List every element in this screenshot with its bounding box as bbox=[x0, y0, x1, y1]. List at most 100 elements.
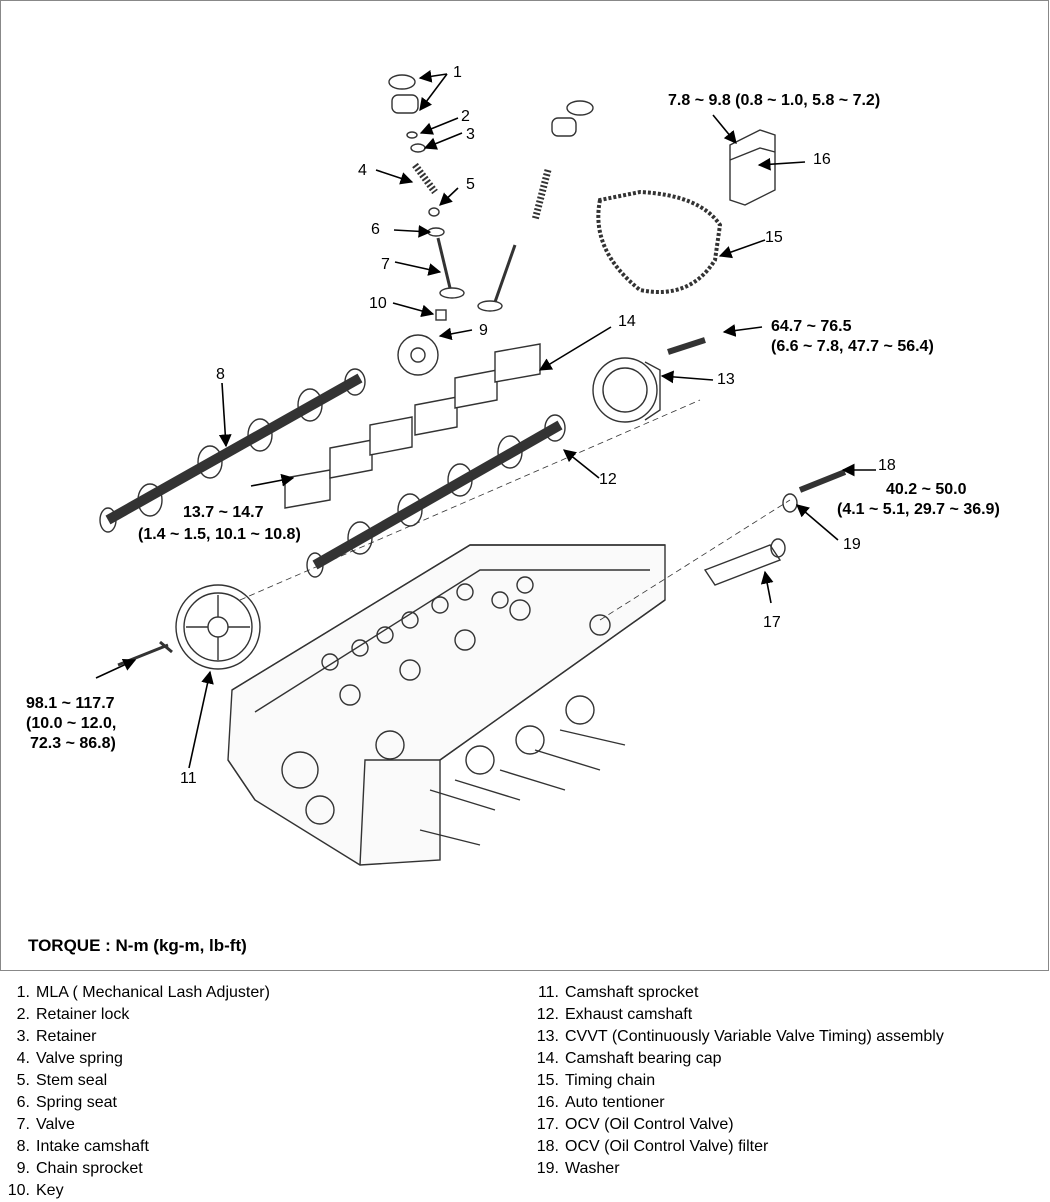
parts-list-item: 18. OCV (Oil Control Valve) filter bbox=[529, 1136, 944, 1158]
torque-bearing-cap: 13.7 ~ 14.7 bbox=[183, 503, 264, 523]
callout-12: 12 bbox=[599, 471, 617, 488]
part-name: MLA ( Mechanical Lash Adjuster) bbox=[36, 984, 270, 1001]
part-number: 3. bbox=[16, 1028, 30, 1045]
ocv bbox=[239, 399, 847, 621]
part-name: Exhaust camshaft bbox=[565, 1006, 693, 1023]
torque-units-legend: TORQUE : N-m (kg-m, lb-ft) bbox=[28, 936, 247, 955]
parts-list-item: 17. OCV (Oil Control Valve) bbox=[529, 1114, 944, 1136]
callout-17: 17 bbox=[763, 614, 781, 631]
torque-tensioner-text: 7.8 ~ 9.8 (0.8 ~ 1.0, 5.8 ~ 7.2) bbox=[668, 92, 881, 109]
part-name: Camshaft sprocket bbox=[565, 984, 699, 1001]
callout-14: 14 bbox=[618, 313, 636, 330]
cvvt-assembly bbox=[592, 337, 706, 423]
callout-3: 3 bbox=[466, 126, 475, 143]
torque-sprocket: 98.1 ~ 117.7 (10.0 ~ 12.0, 72.3 ~ 86.8) bbox=[26, 694, 116, 754]
part-number: 11. bbox=[537, 984, 559, 1001]
part-number: 12. bbox=[536, 1006, 559, 1023]
parts-list-item: 2. Retainer lock bbox=[0, 1004, 270, 1026]
torque-bearing-cap-line2: (1.4 ~ 1.5, 10.1 ~ 10.8) bbox=[138, 526, 301, 543]
part-name: Key bbox=[36, 1182, 64, 1199]
torque-ocv-filter-line2: (4.1 ~ 5.1, 29.7 ~ 36.9) bbox=[837, 501, 1000, 518]
parts-list-item: 3. Retainer bbox=[0, 1026, 270, 1048]
parts-list-left: 1. MLA ( Mechanical Lash Adjuster) 2. Retai… bbox=[0, 982, 270, 1202]
callout-2: 2 bbox=[461, 108, 470, 125]
parts-list-item: 15. Timing chain bbox=[529, 1070, 944, 1092]
parts-list-item: 12. Exhaust camshaft bbox=[529, 1004, 944, 1026]
callout-1: 1 bbox=[453, 64, 462, 81]
intake-camshaft bbox=[99, 368, 366, 533]
callout-11: 11 bbox=[180, 770, 197, 787]
part-number: 15. bbox=[536, 1072, 559, 1089]
part-name: Retainer bbox=[36, 1028, 97, 1045]
part-number: 17. bbox=[536, 1116, 559, 1133]
part-name: Washer bbox=[565, 1160, 620, 1177]
part-name: Spring seat bbox=[36, 1094, 117, 1111]
callout-9: 9 bbox=[479, 322, 488, 339]
callout-19: 19 bbox=[843, 536, 861, 553]
part-number: 8. bbox=[16, 1138, 30, 1155]
timing-chain bbox=[596, 189, 723, 294]
camshaft-bearing-caps bbox=[284, 343, 541, 509]
part-number: 16. bbox=[536, 1094, 559, 1111]
parts-list-item: 7. Valve bbox=[0, 1114, 270, 1136]
part-name: Timing chain bbox=[565, 1072, 656, 1089]
torque-cvvt: 64.7 ~ 76.5 (6.6 ~ 7.8, 47.7 ~ 56.4) bbox=[771, 317, 934, 357]
key bbox=[435, 309, 447, 321]
callout-5: 5 bbox=[466, 176, 475, 193]
torque-cvvt-line2: (6.6 ~ 7.8, 47.7 ~ 56.4) bbox=[771, 338, 934, 355]
part-name: Intake camshaft bbox=[36, 1138, 149, 1155]
part-name: OCV (Oil Control Valve) bbox=[565, 1116, 734, 1133]
part-name: OCV (Oil Control Valve) filter bbox=[565, 1138, 769, 1155]
part-name: Retainer lock bbox=[36, 1006, 130, 1023]
callout-6: 6 bbox=[371, 221, 380, 238]
torque-bearing-cap-line1: 13.7 ~ 14.7 bbox=[183, 504, 264, 521]
part-name: Camshaft bearing cap bbox=[565, 1050, 722, 1067]
torque-sprocket-line1: 98.1 ~ 117.7 bbox=[26, 695, 115, 712]
callout-10: 10 bbox=[369, 295, 387, 312]
torque-cvvt-line1: 64.7 ~ 76.5 bbox=[771, 318, 852, 335]
camshaft-sprocket bbox=[175, 584, 261, 670]
part-number: 19. bbox=[536, 1160, 559, 1177]
part-number: 2. bbox=[16, 1006, 30, 1023]
part-name: Valve spring bbox=[36, 1050, 123, 1067]
torque-ocv-filter: 40.2 ~ 50.0 bbox=[886, 480, 967, 500]
callout-16: 16 bbox=[813, 151, 831, 168]
torque-tensioner: 7.8 ~ 9.8 (0.8 ~ 1.0, 5.8 ~ 7.2) bbox=[668, 91, 880, 111]
torque-sprocket-line2: (10.0 ~ 12.0, bbox=[26, 715, 117, 732]
chain-sprocket bbox=[397, 334, 439, 376]
part-name: CVVT (Continuously Variable Valve Timing… bbox=[565, 1028, 944, 1045]
part-name: Auto tentioner bbox=[565, 1094, 665, 1111]
parts-list-item: 16. Auto tentioner bbox=[529, 1092, 944, 1114]
part-number: 5. bbox=[16, 1072, 30, 1089]
part-number: 9. bbox=[16, 1160, 30, 1177]
auto-tensioner bbox=[729, 129, 776, 206]
torque-bearing-cap-2: (1.4 ~ 1.5, 10.1 ~ 10.8) bbox=[138, 525, 301, 545]
parts-list-item: 10.Key bbox=[0, 1180, 270, 1202]
callout-15: 15 bbox=[765, 229, 783, 246]
part-number: 7. bbox=[16, 1116, 30, 1133]
callout-18: 18 bbox=[878, 457, 896, 474]
diagram-frame bbox=[0, 0, 1049, 971]
part-number: 4. bbox=[16, 1050, 30, 1067]
callout-8: 8 bbox=[216, 366, 225, 383]
parts-list-item: 5. Stem seal bbox=[0, 1070, 270, 1092]
callout-7: 7 bbox=[381, 256, 390, 273]
parts-list-item: 1. MLA ( Mechanical Lash Adjuster) bbox=[0, 982, 270, 1004]
parts-list-item: 14. Camshaft bearing cap bbox=[529, 1048, 944, 1070]
parts-list-item: 4. Valve spring bbox=[0, 1048, 270, 1070]
part-name: Valve bbox=[36, 1116, 75, 1133]
parts-list-item: 9.Chain sprocket bbox=[0, 1158, 270, 1180]
callout-4: 4 bbox=[358, 162, 367, 179]
part-number: 18. bbox=[536, 1138, 559, 1155]
torque-ocv-filter-line1: 40.2 ~ 50.0 bbox=[886, 481, 967, 498]
part-number: 6. bbox=[16, 1094, 30, 1111]
callout-13: 13 bbox=[717, 371, 735, 388]
part-name: Stem seal bbox=[36, 1072, 108, 1089]
parts-list-item: 19. Washer bbox=[529, 1158, 944, 1180]
parts-list-item: 6. Spring seat bbox=[0, 1092, 270, 1114]
part-number: 14. bbox=[536, 1050, 559, 1067]
valve-assembly bbox=[388, 74, 594, 312]
torque-ocv-filter-2: (4.1 ~ 5.1, 29.7 ~ 36.9) bbox=[837, 500, 1000, 520]
part-number: 1. bbox=[16, 984, 30, 1001]
